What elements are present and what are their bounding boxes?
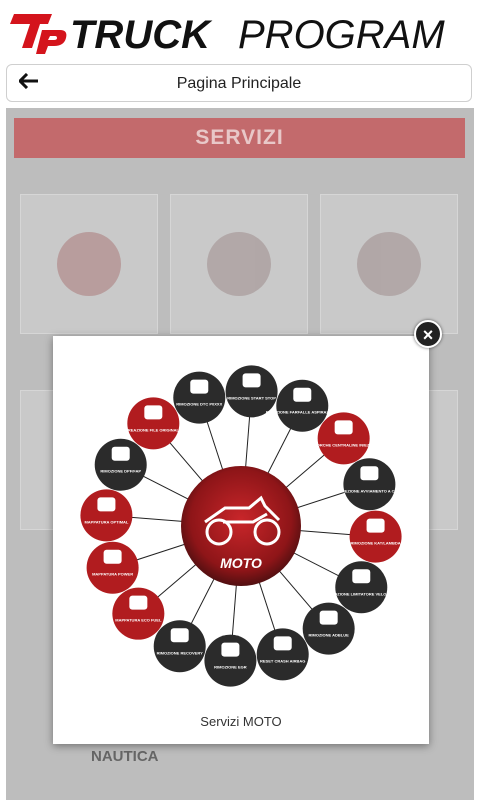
truckprogram-logo: TRUCK PROGRAM: [10, 13, 445, 57]
page-title: Pagina Principale: [176, 75, 302, 92]
service-node-circle: [256, 628, 309, 681]
service-label: RIMOZIONE START STOP: [227, 395, 276, 400]
service-label: MAPPATURA OPTIMAL: [84, 519, 128, 524]
service-node-circle: [335, 561, 388, 614]
service-node[interactable]: MAPPATURA POWER: [86, 541, 139, 594]
service-icon: [111, 446, 130, 461]
service-node-circle: [317, 412, 370, 465]
service-node[interactable]: MAPPATURA ECO FUEL: [112, 587, 165, 640]
service-node-circle: [204, 634, 257, 687]
service-label: RIMOZIONE DPF/FAP: [100, 469, 141, 474]
navigation-bar: Pagina Principale: [6, 64, 472, 102]
section-title: SERVIZI: [14, 118, 465, 158]
tp-logo-mark: [10, 14, 67, 54]
motorcycle-icon: [204, 495, 281, 546]
service-node[interactable]: CORREZIONE AVVIAMENTO A CALDO: [333, 458, 406, 511]
service-label: RIMOZIONE KAT/LAMBDA: [351, 541, 401, 546]
service-label: SCOORCHE CENTRALINE INIEZIONE: [308, 442, 379, 447]
service-node-circle: [173, 371, 226, 424]
service-node-circle: [343, 458, 396, 511]
service-node[interactable]: RIMOZIONE START STOP: [225, 365, 278, 418]
service-node-circle: [112, 587, 165, 640]
modal-caption: Servizi MOTO: [200, 714, 282, 729]
service-icon: [221, 642, 240, 657]
service-icon: [242, 373, 261, 388]
service-node-circle: [86, 541, 139, 594]
service-label: RIMOZIONE ADBLUE: [309, 633, 350, 638]
service-icon: [293, 387, 312, 402]
service-label: RESET CRASH AIRBAG: [260, 658, 305, 663]
service-node[interactable]: RIMOZIONE KAT/LAMBDA: [349, 510, 402, 563]
service-label: RIMOZIONE LIMITATORE VELOCITÀ: [327, 591, 396, 596]
service-node[interactable]: RIMOZIONE DTC P0XXX: [173, 371, 226, 424]
service-label: MAPPATURA POWER: [92, 572, 133, 577]
service-icon: [103, 549, 122, 564]
service-icon: [97, 497, 116, 512]
nautica-label: NAUTICA: [91, 748, 159, 765]
service-label: RIMOZIONE RECOVERY: [157, 650, 203, 655]
service-modal: MOTO RIMOZIONE START STOP RIMOZIONE FARFA…: [53, 336, 429, 744]
service-label: MAPPATURA ECO FUEL: [115, 618, 162, 623]
service-node[interactable]: RESET CRASH AIRBAG: [256, 628, 309, 681]
service-icon: [129, 595, 148, 610]
brand-light: PROGRAM: [238, 13, 445, 57]
service-icon: [170, 628, 189, 643]
service-label: CORREZIONE AVVIAMENTO A CALDO: [333, 488, 406, 493]
service-node-circle: [302, 602, 355, 655]
service-node[interactable]: RIMOZIONE FARFALLE ASPIRAZIONE: [266, 379, 339, 432]
service-icon: [334, 420, 353, 435]
center-hub[interactable]: MOTO: [181, 466, 301, 586]
service-node[interactable]: RIMOZIONE EGR: [204, 634, 257, 687]
service-nodes: RIMOZIONE START STOP RIMOZIONE FARFALLE A…: [80, 365, 406, 687]
service-icon: [190, 379, 209, 394]
tile-wheels-decoration: [57, 232, 421, 296]
service-icon: [273, 636, 292, 651]
service-node[interactable]: RIMOZIONE RECOVERY: [153, 620, 206, 673]
service-node-circle: [153, 620, 206, 673]
service-label: RIMOZIONE FARFALLE ASPIRAZIONE: [266, 410, 339, 415]
service-label: RIMOZIONE DTC P0XXX: [176, 402, 222, 407]
service-node-circle: [225, 365, 278, 418]
service-node-circle: [94, 438, 147, 491]
service-label: RIMOZIONE EGR: [214, 665, 247, 670]
service-icon: [144, 405, 163, 420]
service-node[interactable]: RIMOZIONE ADBLUE: [302, 602, 355, 655]
service-node-circle: [80, 489, 133, 542]
service-icon: [360, 466, 379, 481]
close-icon[interactable]: ×: [414, 320, 442, 348]
service-wheel: MOTO RIMOZIONE START STOP RIMOZIONE FARFA…: [80, 365, 406, 687]
service-node[interactable]: CREAZIONE FILE ORIGINALE: [125, 397, 182, 450]
service-icon: [319, 610, 338, 625]
service-icon: [366, 518, 385, 533]
service-node[interactable]: RIMOZIONE LIMITATORE VELOCITÀ: [327, 561, 396, 614]
service-node-circle: [276, 379, 329, 432]
service-node-circle: [349, 510, 402, 563]
service-label: CREAZIONE FILE ORIGINALE: [125, 427, 182, 432]
service-icon: [352, 569, 371, 584]
brand-bold: TRUCK: [70, 13, 213, 57]
service-node[interactable]: SCOORCHE CENTRALINE INIEZIONE: [308, 412, 380, 465]
back-arrow-icon[interactable]: [17, 72, 41, 93]
service-node[interactable]: RIMOZIONE DPF/FAP: [94, 438, 147, 491]
service-node[interactable]: MAPPATURA OPTIMAL: [80, 489, 133, 542]
service-node-circle: [127, 397, 180, 450]
center-label: MOTO: [220, 555, 262, 571]
